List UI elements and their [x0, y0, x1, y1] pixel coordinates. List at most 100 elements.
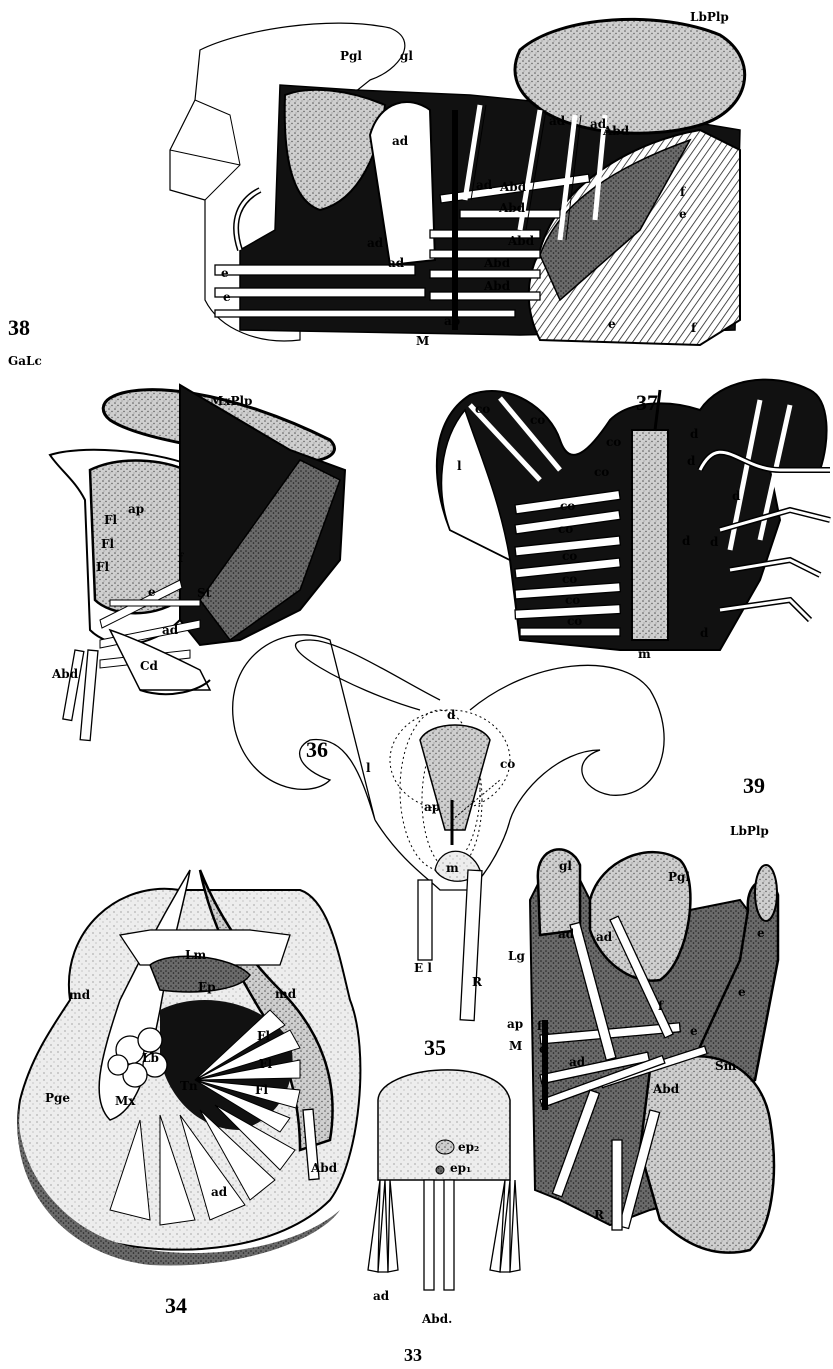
fig34-label-pge: Pge	[45, 1091, 70, 1105]
figure-33: LbPlp Pgl gl ad ad ad ad ad ad Abd Abd A…	[170, 10, 745, 348]
fig38-number: 38	[8, 315, 30, 340]
fig38-label-galc: GaLc	[8, 354, 42, 368]
fig34-label-lb: Lb	[142, 1051, 159, 1065]
fig34-label-ep: Ep	[198, 980, 216, 994]
fig37-label-co: co	[562, 572, 577, 586]
fig37-label-d: d	[687, 454, 696, 468]
fig33-label-abd: Abd	[499, 180, 527, 194]
fig34-label-tn: Tn	[180, 1079, 198, 1093]
fig33-label-ad: ad	[392, 134, 409, 148]
fig34-label-md: md	[275, 987, 297, 1001]
fig36-label-co: co	[500, 757, 515, 771]
fig35-plate	[378, 1070, 510, 1180]
figure-37: 37 co co co co co co co co co co l d d d…	[437, 380, 830, 661]
fig33-label-abd: Abd	[602, 124, 630, 138]
fig33-label-ap: ap	[444, 314, 460, 328]
fig39-label-ad: ad	[558, 927, 575, 941]
fig38-label-fl: Fl	[96, 560, 110, 574]
fig33-label-abd: Abd	[498, 201, 526, 215]
fig37-label-co: co	[606, 435, 621, 449]
fig36-label-r: R	[472, 975, 483, 989]
fig36-number: 36	[306, 737, 328, 762]
fig33-label-e: e	[608, 317, 616, 331]
fig37-label-co: co	[562, 549, 577, 563]
fig38-label-mxplp: MxPlp	[210, 394, 252, 408]
fig33-label-abd: Abd	[483, 256, 511, 270]
fig37-label-m: m	[638, 647, 651, 661]
fig38-label-st: St	[197, 586, 212, 600]
fig39-label-abd: Abd	[652, 1082, 680, 1096]
fig38-label-fl: Fl	[104, 513, 118, 527]
fig34-label-lm: Lm	[185, 948, 206, 962]
fig33-label-f: f	[680, 185, 686, 199]
fig33-label-f: f	[691, 321, 697, 335]
fig37-label-d: d	[682, 534, 691, 548]
fig37-label-co: co	[558, 522, 573, 536]
fig39-label-e: e	[690, 1024, 698, 1038]
fig38-label-ap: ap	[128, 502, 144, 516]
fig34-label-fl: Fl	[259, 1057, 273, 1071]
fig37-label-co: co	[475, 402, 490, 416]
fig39-label-lg: Lg	[508, 949, 525, 963]
fig35-label-ep1: ep₁	[450, 1161, 471, 1175]
figure-39: 39 LbPlp gl Pgl e e Lg ad ad ad f f ap M…	[507, 773, 778, 1253]
fig37-label-d: d	[700, 626, 709, 640]
fig34-label-mx: Mx	[115, 1094, 136, 1108]
fig34-label-abd: Abd	[310, 1161, 338, 1175]
fig38-label-abd: Abd	[51, 667, 79, 681]
fig37-label-l: l	[457, 459, 462, 473]
fig39-label-ad: ad	[569, 1055, 586, 1069]
fig34-number: 34	[165, 1293, 187, 1318]
page-number: 33	[404, 1345, 422, 1365]
fig39-label-sm: Sm	[715, 1059, 737, 1073]
fig38-label-f: f	[178, 551, 184, 565]
fig37-label-d: d	[710, 535, 719, 549]
fig38-label-cd: Cd	[140, 659, 159, 673]
fig35-label-abd: Abd.	[421, 1312, 452, 1326]
fig36-label-l: l	[366, 761, 371, 775]
fig36-label-ap: ap	[424, 800, 440, 814]
fig33-label-e: e	[223, 290, 231, 304]
fig39-label-f: f	[658, 999, 664, 1013]
fig36-label-m: m	[446, 861, 459, 875]
fig37-label-co: co	[594, 465, 609, 479]
fig36-dorsal	[420, 725, 490, 830]
fig39-label-r: R	[594, 1208, 605, 1222]
fig37-label-co: co	[567, 614, 582, 628]
fig39-label-e: e	[757, 926, 765, 940]
fig39-number: 39	[743, 773, 765, 798]
fig33-label-ad: ad	[388, 256, 405, 270]
fig37-label-d: d	[732, 489, 741, 503]
fig33-label-abd: Abd	[483, 279, 511, 293]
fig39-label-lbplp: LbPlp	[730, 824, 769, 838]
fig36-label-d: d	[447, 708, 456, 722]
fig36-left-lobe	[233, 635, 375, 820]
fig34-label-ad: ad	[211, 1185, 228, 1199]
fig39-label-pgl: Pgl	[668, 870, 690, 884]
fig37-number: 37	[636, 390, 658, 415]
fig33-label-lbplp: LbPlp	[690, 10, 729, 24]
fig33-label-m: M	[416, 334, 429, 348]
fig35-label-ep2: ep₂	[458, 1140, 479, 1154]
fig33-label-e: e	[679, 207, 687, 221]
fig37-label-d: d	[690, 427, 699, 441]
fig33-label-pgl: Pgl	[340, 49, 362, 63]
fig38-label-ad: ad	[162, 623, 179, 637]
fig34-label-fl: Fl	[257, 1029, 271, 1043]
fig35-label-ad: ad	[373, 1289, 390, 1303]
figure-34: 34 Lm md md Ep Fl Fl Fl Lb Tn Pge Mx ad …	[18, 870, 361, 1318]
fig39-label-m: M	[509, 1039, 522, 1053]
fig34-label-md: md	[69, 988, 91, 1002]
fig33-label-ad: ad	[476, 178, 493, 192]
fig35-number: 35	[424, 1035, 446, 1060]
fig38-label-e: e	[148, 585, 156, 599]
fig33-label-ad: ad	[367, 236, 384, 250]
fig39-label-ad: ad	[596, 930, 613, 944]
fig37-label-co: co	[530, 413, 545, 427]
fig34-label-fl: Fl	[255, 1083, 269, 1097]
fig33-label-ad: ad	[549, 114, 566, 128]
fig37-label-co: co	[560, 499, 575, 513]
fig39-label-e: e	[738, 985, 746, 999]
fig37-label-co: co	[565, 593, 580, 607]
